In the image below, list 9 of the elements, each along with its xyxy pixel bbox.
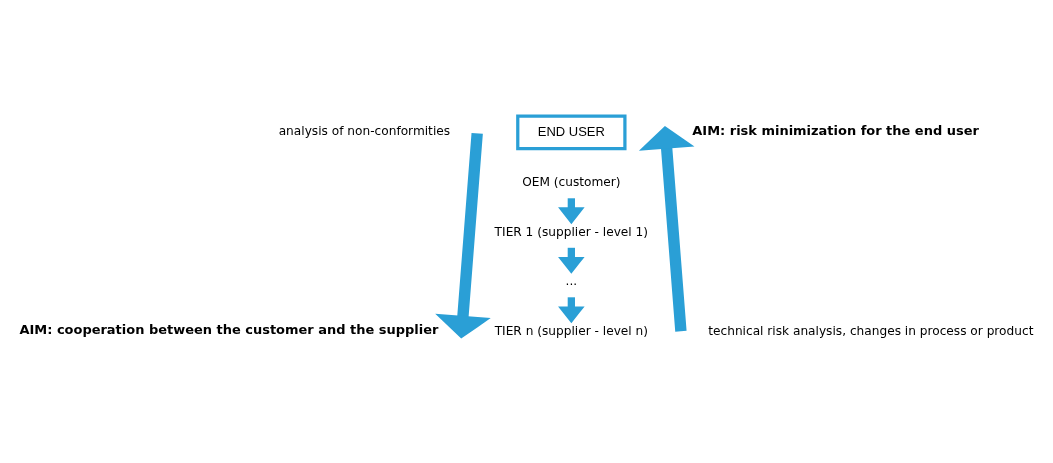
node-box: END USER: [516, 114, 627, 151]
node-text: TIER n (supplier - level n): [494, 323, 649, 338]
label: analysis of non-conformities: [278, 124, 451, 139]
label: AIM: risk minimization for the end user: [692, 122, 979, 138]
node-text: ...: [565, 274, 578, 289]
node-text: OEM (customer): [522, 175, 621, 190]
label: technical risk analysis, changes in process or product: [708, 323, 1034, 338]
label: AIM: cooperation between the customer and the supplier: [19, 322, 439, 338]
node-text: TIER 1 (supplier - level 1): [494, 224, 649, 239]
